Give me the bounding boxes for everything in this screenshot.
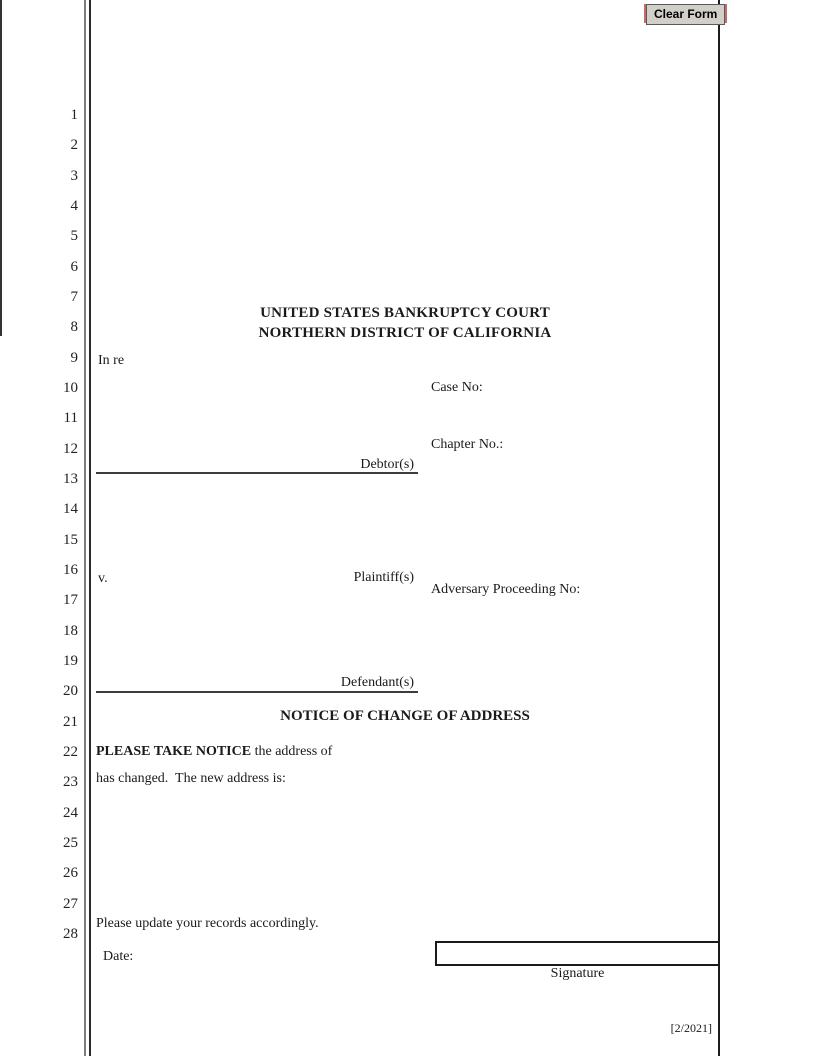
line-number: 10 bbox=[63, 379, 78, 396]
plaintiff-label: Plaintiff(s) bbox=[353, 570, 414, 585]
take-notice-line: PLEASE TAKE NOTICE the address of bbox=[96, 744, 332, 759]
line-number: 16 bbox=[63, 561, 78, 578]
debtor-label: Debtor(s) bbox=[360, 457, 414, 472]
line-number: 15 bbox=[63, 531, 78, 548]
signature-label: Signature bbox=[550, 966, 605, 981]
line-number: 5 bbox=[70, 228, 79, 245]
court-district: NORTHERN DISTRICT OF CALIFORNIA bbox=[258, 324, 552, 341]
line-number: 12 bbox=[63, 440, 78, 457]
clear-form-button-label: Clear Form bbox=[646, 4, 726, 25]
line-number: 22 bbox=[63, 743, 78, 760]
debtor-underline bbox=[96, 472, 418, 474]
date-label: Date: bbox=[103, 949, 134, 964]
line-number: 20 bbox=[63, 683, 78, 700]
versus-label: v. bbox=[98, 571, 108, 586]
caption-divider-line bbox=[0, 0, 2, 336]
address-changed-line: has changed. The new address is: bbox=[96, 771, 286, 786]
chapter-no-label: Chapter No.: bbox=[431, 437, 504, 452]
line-number: 9 bbox=[70, 349, 79, 366]
left-margin-rule-inner bbox=[89, 0, 91, 1056]
line-number: 24 bbox=[63, 804, 78, 821]
in-re-label: In re bbox=[98, 353, 125, 368]
defendant-label: Defendant(s) bbox=[340, 675, 414, 690]
signature-field[interactable] bbox=[435, 941, 720, 966]
notice-title: NOTICE OF CHANGE OF ADDRESS bbox=[280, 708, 530, 724]
line-number: 14 bbox=[63, 501, 78, 518]
line-number: 2 bbox=[70, 137, 79, 154]
line-number: 3 bbox=[70, 167, 79, 184]
line-number: 23 bbox=[63, 774, 78, 791]
court-header: UNITED STATES BANKRUPTCY COURT NORTHERN … bbox=[91, 304, 719, 343]
line-number: 11 bbox=[63, 410, 78, 427]
update-records-line: Please update your records accordingly. bbox=[96, 916, 319, 931]
court-name: UNITED STATES BANKRUPTCY COURT bbox=[260, 305, 550, 321]
line-number: 17 bbox=[63, 592, 78, 609]
line-number: 8 bbox=[70, 319, 79, 336]
line-number: 6 bbox=[70, 258, 79, 275]
line-number: 13 bbox=[63, 470, 78, 487]
line-number: 28 bbox=[63, 925, 78, 942]
form-version: [2/2021] bbox=[670, 1021, 712, 1035]
defendant-underline bbox=[96, 691, 418, 693]
take-notice-bold-text: PLEASE TAKE NOTICE bbox=[96, 744, 252, 759]
left-margin-rule-outer bbox=[84, 0, 86, 1056]
take-notice-rest-text: the address of bbox=[251, 744, 333, 759]
line-number: 4 bbox=[70, 197, 79, 214]
clear-form-button[interactable]: Clear Form bbox=[644, 4, 728, 25]
line-number: 19 bbox=[63, 652, 78, 669]
adversary-proceeding-no-label: Adversary Proceeding No: bbox=[431, 582, 581, 597]
line-number: 7 bbox=[70, 288, 79, 305]
case-no-label: Case No: bbox=[431, 380, 483, 395]
line-number: 26 bbox=[63, 865, 78, 882]
line-number: 21 bbox=[63, 713, 78, 730]
line-number: 18 bbox=[63, 622, 78, 639]
line-number: 27 bbox=[63, 895, 78, 912]
right-margin-rule bbox=[718, 0, 720, 1056]
line-number: 1 bbox=[70, 107, 79, 123]
line-number: 25 bbox=[63, 834, 78, 851]
